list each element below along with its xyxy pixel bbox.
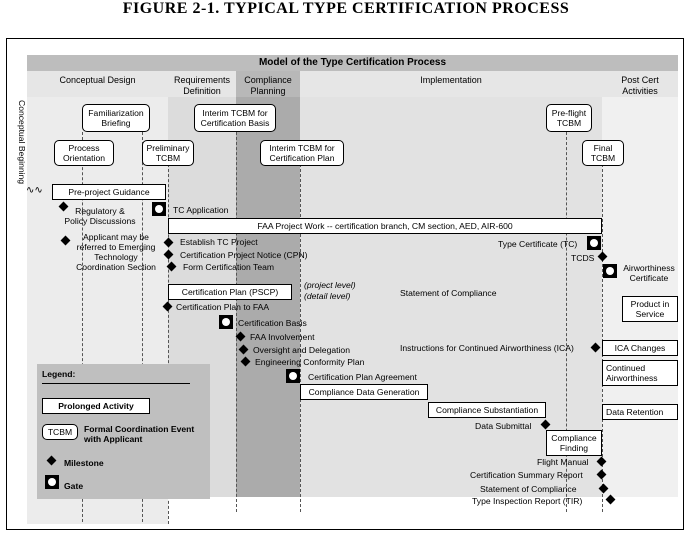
tcbm-process-orientation: Process Orientation <box>54 140 114 166</box>
activity-ica-changes: ICA Changes <box>602 340 678 356</box>
label-airworthiness-cert: Airworthiness Certificate <box>623 263 675 283</box>
legend-prolonged: Prolonged Activity <box>42 398 150 414</box>
phase-implementation: Implementation <box>420 75 482 85</box>
label-cert-summary: Certification Summary Report <box>470 470 583 480</box>
vline <box>142 132 143 522</box>
phase-postcert: Post Cert Activities <box>621 75 659 96</box>
activity-continued-airworthiness: Continued Airworthiness <box>602 360 678 386</box>
label-plan-to-faa: Certification Plan to FAA <box>176 302 270 312</box>
band-implementation <box>300 87 602 497</box>
label-establish-tc: Establish TC Project <box>180 237 258 247</box>
activity-data-retention: Data Retention <box>602 404 678 420</box>
phase-requirements: Requirements Definition <box>173 75 231 96</box>
gate-type-certificate <box>587 236 601 250</box>
label-ica: Instructions for Continued Airworthiness… <box>400 343 574 353</box>
vline <box>236 132 237 512</box>
label-cert-basis: Certification Basis <box>238 318 307 328</box>
label-conformity: Engineering Conformity Plan <box>255 357 365 367</box>
vline <box>168 164 169 524</box>
legend-gate: Gate <box>64 481 84 491</box>
legend-tcbm-sample: TCBM <box>42 424 78 440</box>
tcbm-interim-plan: Interim TCBM for Certification Plan <box>260 140 344 166</box>
tcbm-preflight: Pre-flight TCBM <box>546 104 592 132</box>
label-project-level: (project level) <box>304 280 356 290</box>
label-oversight: Oversight and Delegation <box>253 345 350 355</box>
conceptual-beginning: Conceptual Beginning <box>17 100 27 185</box>
activity-compliance-finding: Compliance Finding <box>546 430 602 456</box>
activity-faa-project-work: FAA Project Work -- certification branch… <box>168 218 602 234</box>
model-title-bar <box>27 55 678 71</box>
legend-title: Legend: <box>42 369 76 379</box>
tcbm-preliminary: Preliminary TCBM <box>142 140 194 166</box>
activity-compliance-data: Compliance Data Generation <box>300 384 428 400</box>
gate-plan-agreement <box>286 369 300 383</box>
vline <box>566 132 567 512</box>
gate-tc-application <box>152 202 166 216</box>
label-tir: Type Inspection Report (TIR) <box>472 496 583 506</box>
label-flight-manual: Flight Manual <box>537 457 589 467</box>
phase-header-planning-bg <box>236 71 300 97</box>
figure-title: FIGURE 2-1. TYPICAL TYPE CERTIFICATION P… <box>122 0 570 17</box>
label-type-certificate: Type Certificate (TC) <box>498 239 578 249</box>
tcbm-interim-basis: Interim TCBM for Certification Basis <box>194 104 276 132</box>
label-statement-compliance-2: Statement of Compliance <box>480 484 577 494</box>
activity-product-service: Product in Service <box>622 296 678 322</box>
legend-milestone: Milestone <box>64 458 104 468</box>
vline <box>300 164 301 512</box>
legend-divider <box>42 383 190 384</box>
tcbm-final: Final TCBM <box>582 140 624 166</box>
tcbm-familiarization: Familiarization Briefing <box>82 104 150 132</box>
label-faa-involvement: FAA Involvement <box>250 332 315 342</box>
legend-gate-icon <box>45 475 59 489</box>
label-tcds: TCDS <box>571 253 595 263</box>
phase-compliance-planning: Compliance Planning <box>244 75 292 96</box>
label-data-submittal: Data Submittal <box>475 421 532 431</box>
activity-compliance-subst: Compliance Substantiation <box>428 402 546 418</box>
gate-airworthiness <box>603 264 617 278</box>
label-form-team: Form Certification Team <box>183 262 275 272</box>
milestone-regulatory: Regulatory & Policy Discussions <box>64 206 136 226</box>
activity-pre-project: Pre-project Guidance <box>52 184 166 200</box>
label-statement-compliance: Statement of Compliance <box>400 288 497 298</box>
model-title: Model of the Type Certification Process <box>258 57 447 68</box>
diagram-frame <box>6 38 684 530</box>
label-detail-level: (detail level) <box>304 291 351 301</box>
label-plan-agreement: Certification Plan Agreement <box>308 372 417 382</box>
legend-tcbm-desc: Formal Coordination Event with Applicant <box>84 424 195 444</box>
label-cpn: Certification Project Notice (CPN) <box>180 250 308 260</box>
phase-conceptual: Conceptual Design <box>59 75 136 85</box>
phase-header-row <box>27 71 678 97</box>
wave-mark: ∿∿ <box>26 185 43 196</box>
gate-cert-basis <box>219 315 233 329</box>
activity-cert-plan: Certification Plan (PSCP) <box>168 284 292 300</box>
milestone-applicant-referred: Applicant may be referred to Emerging Te… <box>76 232 156 272</box>
vline <box>82 132 83 522</box>
vline <box>602 164 603 512</box>
label-tc-application: TC Application <box>173 205 229 215</box>
